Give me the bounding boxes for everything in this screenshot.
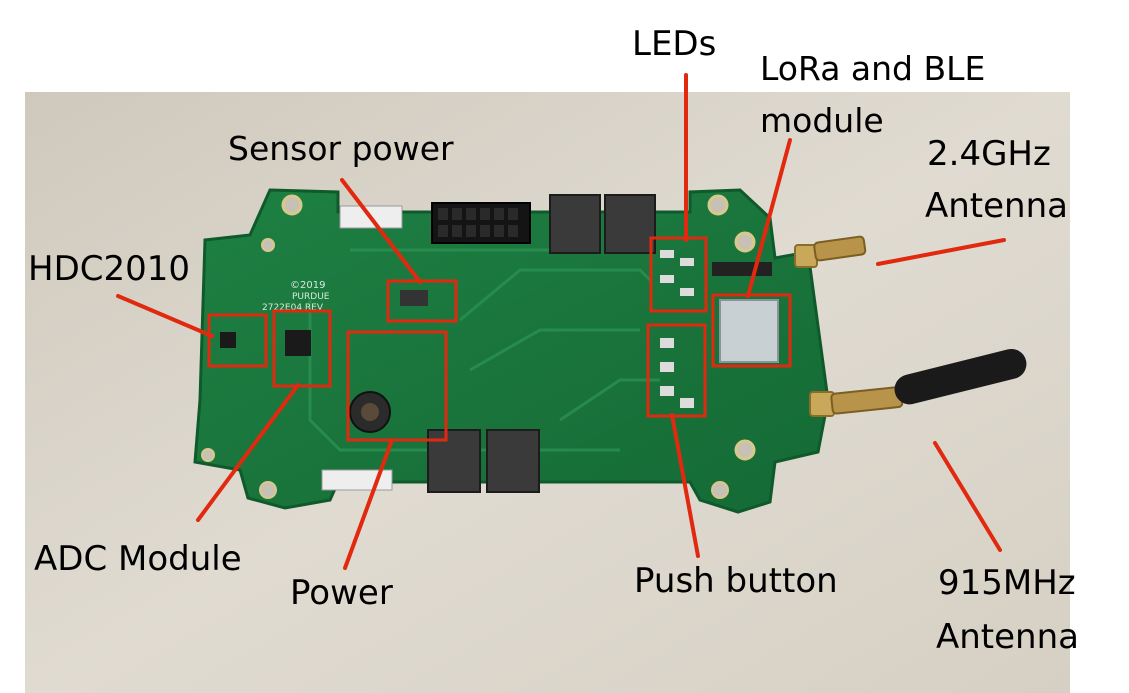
mounting-hole [707,194,729,216]
box-lora-ble [711,293,792,368]
audio-jack [427,429,481,493]
audio-jack [486,429,540,493]
pin-header [712,262,772,276]
leader-adc-module [196,383,300,522]
sensor-chip [220,332,236,348]
leader-915mhz [933,441,1002,552]
mounting-hole [281,194,303,216]
leader-power [343,438,394,570]
label-adc-module: ADC Module [34,539,242,579]
silkscreen-year: ©2019 [290,280,325,291]
silkscreen-name: PURDUE [292,292,330,302]
power-inductor-core [361,403,379,421]
label-power: Power [290,573,393,613]
label-2-4ghz-line2: Antenna [925,186,1068,226]
box-adc-module [272,309,332,388]
label-915mhz-line2: Antenna [936,617,1079,657]
connector-pins [438,208,518,237]
label-915mhz-line1: 915MHz [938,563,1076,603]
callout-leaders [116,73,1006,570]
silkscreen-rev: 2722E04 REV [262,303,324,313]
box-sensor-power [386,279,458,323]
ic-chip [400,290,428,306]
leader-lora-ble [746,138,792,298]
antenna-915mhz [894,348,1027,405]
led-components [660,250,694,296]
ic-chip [285,330,311,356]
mounting-hole [711,481,729,499]
box-power [346,330,448,442]
leader-push-button [670,413,700,558]
mounting-hole [734,231,756,253]
pcb-board [193,188,830,514]
label-hdc2010: HDC2010 [28,249,191,289]
mounting-hole [201,448,215,462]
lora-ble-module [719,299,779,363]
label-2-4ghz-line1: 2.4GHz [927,134,1051,174]
callout-boxes [207,236,792,442]
leader-hdc2010 [116,294,214,338]
label-leds: LEDs [632,24,717,64]
leader-sensor-power [340,178,422,284]
box-hdc2010 [207,313,268,368]
sma-connector-915mhz [809,391,835,417]
label-lora-ble-line1: LoRa and BLE [760,49,986,88]
mounting-hole [734,439,756,461]
mounting-hole [261,238,275,252]
label-push-button: Push button [634,561,838,601]
label-lora-ble-line2: module [760,101,884,140]
box-leds [649,236,708,313]
audio-jack [604,194,656,254]
label-sensor-power: Sensor power [228,129,454,168]
sma-cable-2-4ghz [813,235,867,262]
mounting-hole [259,481,277,499]
leader-2-4ghz [876,238,1006,266]
audio-jack [549,194,601,254]
push-button-components [660,338,694,408]
box-push-button [646,323,707,418]
